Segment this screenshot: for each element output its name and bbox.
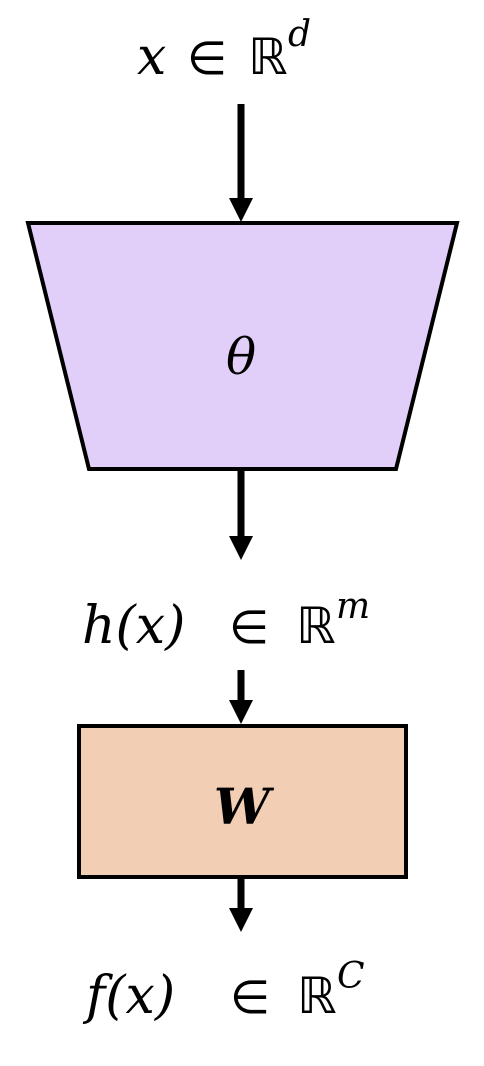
hidden-member: ∈ — [229, 600, 269, 654]
hidden-label: h(x) ∈ ℝ m — [82, 586, 370, 656]
arrow-hidden-to-head — [229, 670, 253, 724]
hidden-var: h(x) — [82, 596, 185, 656]
output-var: f(x) — [82, 966, 175, 1026]
input-label: x ∈ ℝ d — [137, 14, 311, 87]
encoder-trapezoid — [25, 221, 460, 471]
input-dim: d — [288, 14, 311, 55]
arrow-input-to-encoder — [229, 104, 253, 222]
input-space: ℝ — [248, 28, 288, 86]
arrow-head-to-output — [229, 877, 253, 932]
head-block: W — [77, 724, 408, 879]
input-member: ∈ — [187, 31, 227, 85]
input-var: x — [137, 27, 166, 87]
hidden-dim: m — [336, 586, 370, 627]
head-rect — [77, 724, 408, 879]
hidden-space: ℝ — [296, 597, 336, 655]
encoder-label: θ — [226, 328, 256, 386]
output-space: ℝ — [297, 967, 337, 1025]
head-label: W — [214, 777, 275, 836]
output-dim: C — [337, 956, 365, 997]
output-member: ∈ — [230, 970, 270, 1024]
encoder-block: θ — [25, 221, 460, 471]
output-label: f(x) ∈ ℝ C — [82, 956, 365, 1026]
arrow-encoder-to-hidden — [229, 469, 253, 560]
